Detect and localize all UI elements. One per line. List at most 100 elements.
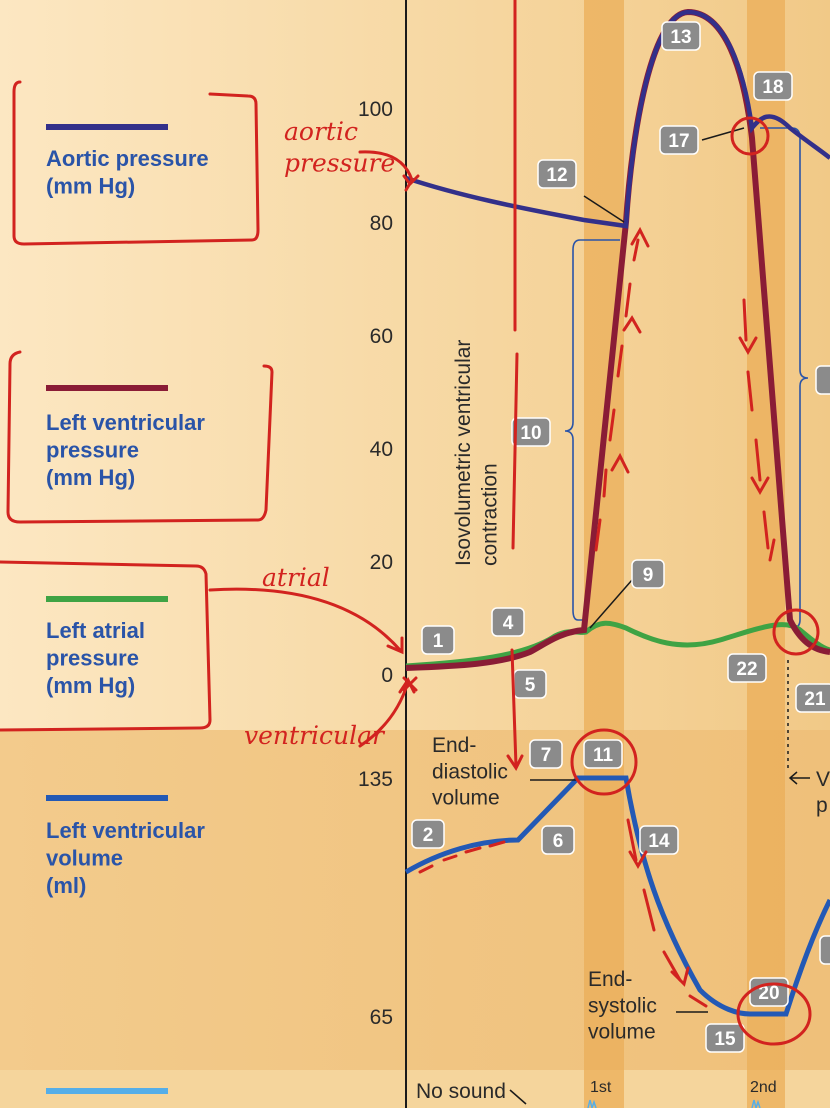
circle-17 [730,116,770,156]
red-arrow-down-5 [506,648,524,771]
first-sound-label: 1st [590,1079,612,1096]
leader-9 [589,579,633,629]
arrowhead-down-2 [750,476,770,496]
badge-17: 17 [659,125,699,155]
svg-text:11: 11 [593,745,614,766]
badge-18: 18 [753,71,793,101]
lv-pressure-swatch [46,385,168,391]
handwritten-annotations [0,0,820,1046]
badge-2: 2 [411,819,445,849]
svg-text:6: 6 [553,831,564,852]
tick-20: 20 [370,551,393,574]
tick-135: 135 [358,768,393,791]
svg-text:15: 15 [714,1029,736,1050]
circle-20 [736,982,812,1046]
aortic-swatch [46,124,168,130]
tick-0: 0 [381,664,393,687]
hand-ventricular: ventricular [244,721,386,750]
svg-text:7: 7 [541,745,552,766]
arrowhead-volume-2 [670,966,690,987]
badge-10: 10 [511,417,551,447]
svg-text:4: 4 [503,613,514,634]
pressure-panel [0,0,830,730]
badge-7: 7 [529,739,563,769]
sound-swatch [46,1088,168,1094]
atrial-arrow [208,587,404,655]
legend-aortic: Aortic pressure(mm Hg) [46,146,209,199]
aortic-arrow [358,150,420,192]
dashed-up-arrows [594,238,640,552]
svg-text:14: 14 [648,831,670,852]
dashed-volume-arrows [626,818,708,1008]
badge-right-cut [815,365,830,395]
badge-right-cut-2 [819,935,830,965]
arrowhead-up-1 [630,226,650,248]
badge-9: 9 [631,559,665,589]
bracket-10 [564,239,620,621]
valve-arrow [788,771,810,785]
aortic-pressure-curve [405,9,830,229]
dashed-fill-arrow [418,840,506,874]
tick-120: 120 [358,0,393,3]
pressure-ticks: 120 100 80 60 40 20 0 [358,0,393,687]
arrowhead-up-3 [610,452,630,474]
tick-60: 60 [370,325,393,348]
leader-12 [583,195,625,223]
svg-text:22: 22 [736,659,757,680]
badge-12: 12 [537,159,577,189]
svg-text:20: 20 [758,983,779,1004]
badge-13: 13 [661,21,701,51]
svg-text:1: 1 [433,631,444,652]
svg-text:5: 5 [525,675,536,696]
badge-4: 4 [491,607,525,637]
svg-text:9: 9 [643,565,654,586]
vertical-red-line [511,0,519,550]
volume-swatch [46,795,168,801]
no-sound-label: No sound [416,1080,506,1103]
svg-text:17: 17 [668,131,689,152]
zero-x-mark [402,676,418,692]
box-aortic [12,80,260,246]
svg-text:12: 12 [546,165,567,186]
cut-letter-p: p [816,794,828,817]
tick-80: 80 [370,212,393,235]
badge-11: 11 [583,739,623,769]
arrowhead-up-2 [622,315,642,334]
svg-text:13: 13 [670,27,691,48]
second-sound-wave [751,1099,761,1108]
lv-volume-curve [404,775,830,1017]
svg-text:2: 2 [423,825,434,846]
badge-1: 1 [421,625,455,655]
badge-22: 22 [727,653,767,683]
tick-100: 100 [358,98,393,121]
badge-6: 6 [541,825,575,855]
dashed-down-arrows [742,298,776,562]
circle-11 [570,728,638,796]
svg-text:10: 10 [520,423,541,444]
tick-65: 65 [370,1006,393,1029]
circle-21 [772,608,820,656]
badge-14: 14 [639,825,679,855]
badge-20: 20 [749,977,789,1007]
badge-15: 15 [705,1023,745,1053]
second-sound-label: 2nd [750,1079,777,1096]
first-sound-wave [587,1099,597,1108]
volume-ticks: 135 65 [358,768,393,1029]
hand-atrial: atrial [262,563,330,592]
arrowhead-volume-1 [628,850,648,870]
cut-letter-v: V [816,768,830,791]
box-lv-pressure [6,350,274,524]
arrowhead-down-1 [738,336,758,356]
svg-text:21: 21 [804,689,826,710]
tick-40: 40 [370,438,393,461]
svg-text:18: 18 [762,77,783,98]
